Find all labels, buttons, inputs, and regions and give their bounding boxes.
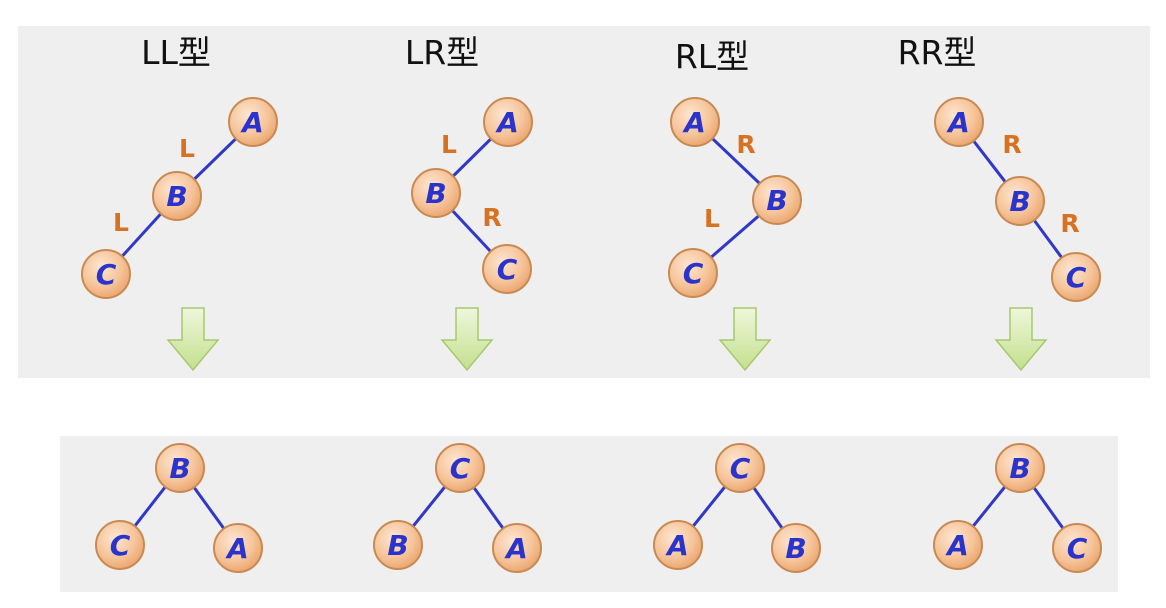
- svg-text:A: A: [946, 106, 970, 139]
- down-arrow-icon: [440, 307, 494, 372]
- tree-node: B: [995, 176, 1045, 226]
- tree-node: A: [670, 97, 720, 147]
- tree-node: C: [1051, 252, 1101, 302]
- before-tree: R L A B C: [668, 97, 802, 298]
- tree-node: B: [152, 171, 202, 221]
- svg-text:A: A: [504, 532, 528, 565]
- edge-label: L: [179, 134, 195, 163]
- svg-text:B: B: [387, 529, 408, 562]
- before-panel: [18, 26, 1150, 378]
- tree-node: A: [492, 523, 542, 573]
- column-rl: RL型 R L A B C C: [653, 37, 821, 573]
- svg-text:B: B: [166, 180, 187, 213]
- down-arrow-icon: [994, 307, 1048, 372]
- after-tree: C B A: [373, 443, 542, 573]
- edge-label: R: [736, 130, 755, 159]
- svg-text:A: A: [682, 106, 706, 139]
- svg-text:B: B: [425, 177, 446, 210]
- svg-text:C: C: [1067, 532, 1088, 565]
- tree-node: A: [934, 97, 984, 147]
- tree-node: C: [482, 244, 532, 294]
- column-rr: RR型 R R A B C B: [898, 33, 1102, 573]
- tree-node: A: [653, 520, 703, 570]
- type-title: LR型: [405, 33, 479, 72]
- tree-node: A: [228, 97, 278, 147]
- svg-text:A: A: [240, 106, 264, 139]
- down-arrow-icon: [166, 307, 220, 372]
- tree-node: A: [213, 523, 263, 573]
- svg-text:B: B: [785, 532, 806, 565]
- svg-text:C: C: [450, 452, 471, 485]
- svg-text:C: C: [497, 253, 518, 286]
- svg-text:C: C: [730, 452, 751, 485]
- svg-text:C: C: [683, 257, 704, 290]
- before-tree: L L A B C: [81, 97, 278, 299]
- down-arrow-icon: [718, 307, 772, 372]
- tree-node: B: [411, 168, 461, 218]
- tree-node: B: [155, 443, 205, 493]
- svg-text:A: A: [665, 529, 689, 562]
- tree-node: C: [1052, 523, 1102, 573]
- column-ll: LL型 L L A B C B: [81, 33, 278, 573]
- svg-text:C: C: [1066, 261, 1087, 294]
- edge-label: R: [1060, 209, 1079, 238]
- svg-text:A: A: [225, 532, 249, 565]
- type-title: RR型: [898, 33, 977, 72]
- type-title: LL型: [141, 33, 211, 72]
- edge-label: L: [704, 204, 720, 233]
- tree-node: C: [81, 249, 131, 299]
- svg-text:A: A: [495, 106, 519, 139]
- tree-node: A: [933, 520, 983, 570]
- tree-node: B: [995, 443, 1045, 493]
- edge-label: L: [441, 130, 457, 159]
- tree-node: A: [483, 97, 533, 147]
- type-title: RL型: [675, 37, 749, 76]
- before-tree: R R A B C: [934, 97, 1101, 302]
- svg-text:A: A: [945, 529, 969, 562]
- tree-node: B: [771, 523, 821, 573]
- edge-label: R: [1002, 130, 1021, 159]
- after-tree: C A B: [653, 443, 821, 573]
- svg-text:B: B: [1009, 452, 1030, 485]
- tree-node: C: [715, 443, 765, 493]
- tree-node: B: [373, 520, 423, 570]
- svg-text:B: B: [169, 452, 190, 485]
- edge-label: R: [482, 203, 501, 232]
- svg-text:C: C: [110, 529, 131, 562]
- tree-node: C: [95, 520, 145, 570]
- before-tree: L R A B C: [411, 97, 533, 294]
- after-tree: B C A: [95, 443, 263, 573]
- column-lr: LR型 L R A B C C: [373, 33, 542, 573]
- tree-node: C: [435, 443, 485, 493]
- svg-text:B: B: [766, 184, 787, 217]
- tree-node: C: [668, 248, 718, 298]
- svg-text:C: C: [96, 258, 117, 291]
- after-tree: B A C: [933, 443, 1102, 573]
- svg-text:B: B: [1009, 185, 1030, 218]
- edge-label: L: [113, 208, 129, 237]
- tree-node: B: [752, 175, 802, 225]
